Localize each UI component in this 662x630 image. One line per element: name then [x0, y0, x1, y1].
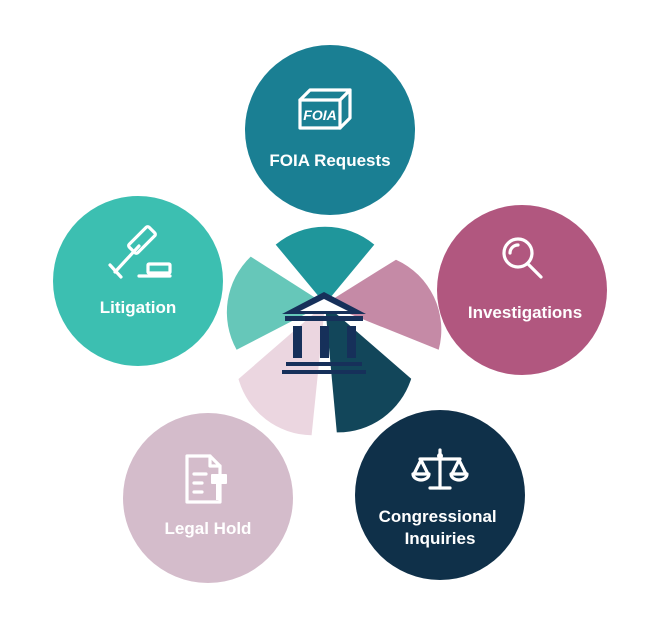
investigations-wedge	[325, 259, 442, 350]
foia-wedge	[275, 226, 375, 304]
congressional-circle	[355, 410, 525, 580]
courthouse-icon	[282, 292, 366, 374]
investigations-circle	[437, 205, 607, 375]
foia-box-text: FOIA	[303, 107, 336, 123]
legal-hold-circle	[123, 413, 293, 583]
legal-hold-wedge	[238, 304, 325, 436]
litigation-label-line-1: Litigation	[100, 298, 176, 317]
foia-label: FOIA Requests	[269, 151, 390, 170]
investigations-label-line-1: Investigations	[468, 303, 582, 322]
congressional-label: Congressional Inquiries	[379, 507, 502, 548]
foia-label-line-1: FOIA Requests	[269, 151, 390, 170]
litigation-label: Litigation	[100, 298, 176, 317]
investigations-label: Investigations	[468, 303, 582, 322]
litigation-circle	[53, 196, 223, 366]
magnifier-icon	[502, 237, 543, 279]
congressional-wedge	[325, 304, 412, 433]
congressional-label-line-2: Inquiries	[405, 529, 476, 548]
gavel-icon	[108, 225, 172, 279]
legal-hold-label-line-1: Legal Hold	[165, 519, 252, 538]
legal-hold-label: Legal Hold	[165, 519, 252, 538]
scales-icon	[411, 448, 469, 490]
document-gavel-icon	[185, 454, 227, 504]
congressional-label-line-1: Congressional	[379, 507, 497, 526]
litigation-wedge	[226, 256, 325, 350]
foia-box-icon: FOIA	[298, 88, 352, 130]
foia-circle	[245, 45, 415, 215]
